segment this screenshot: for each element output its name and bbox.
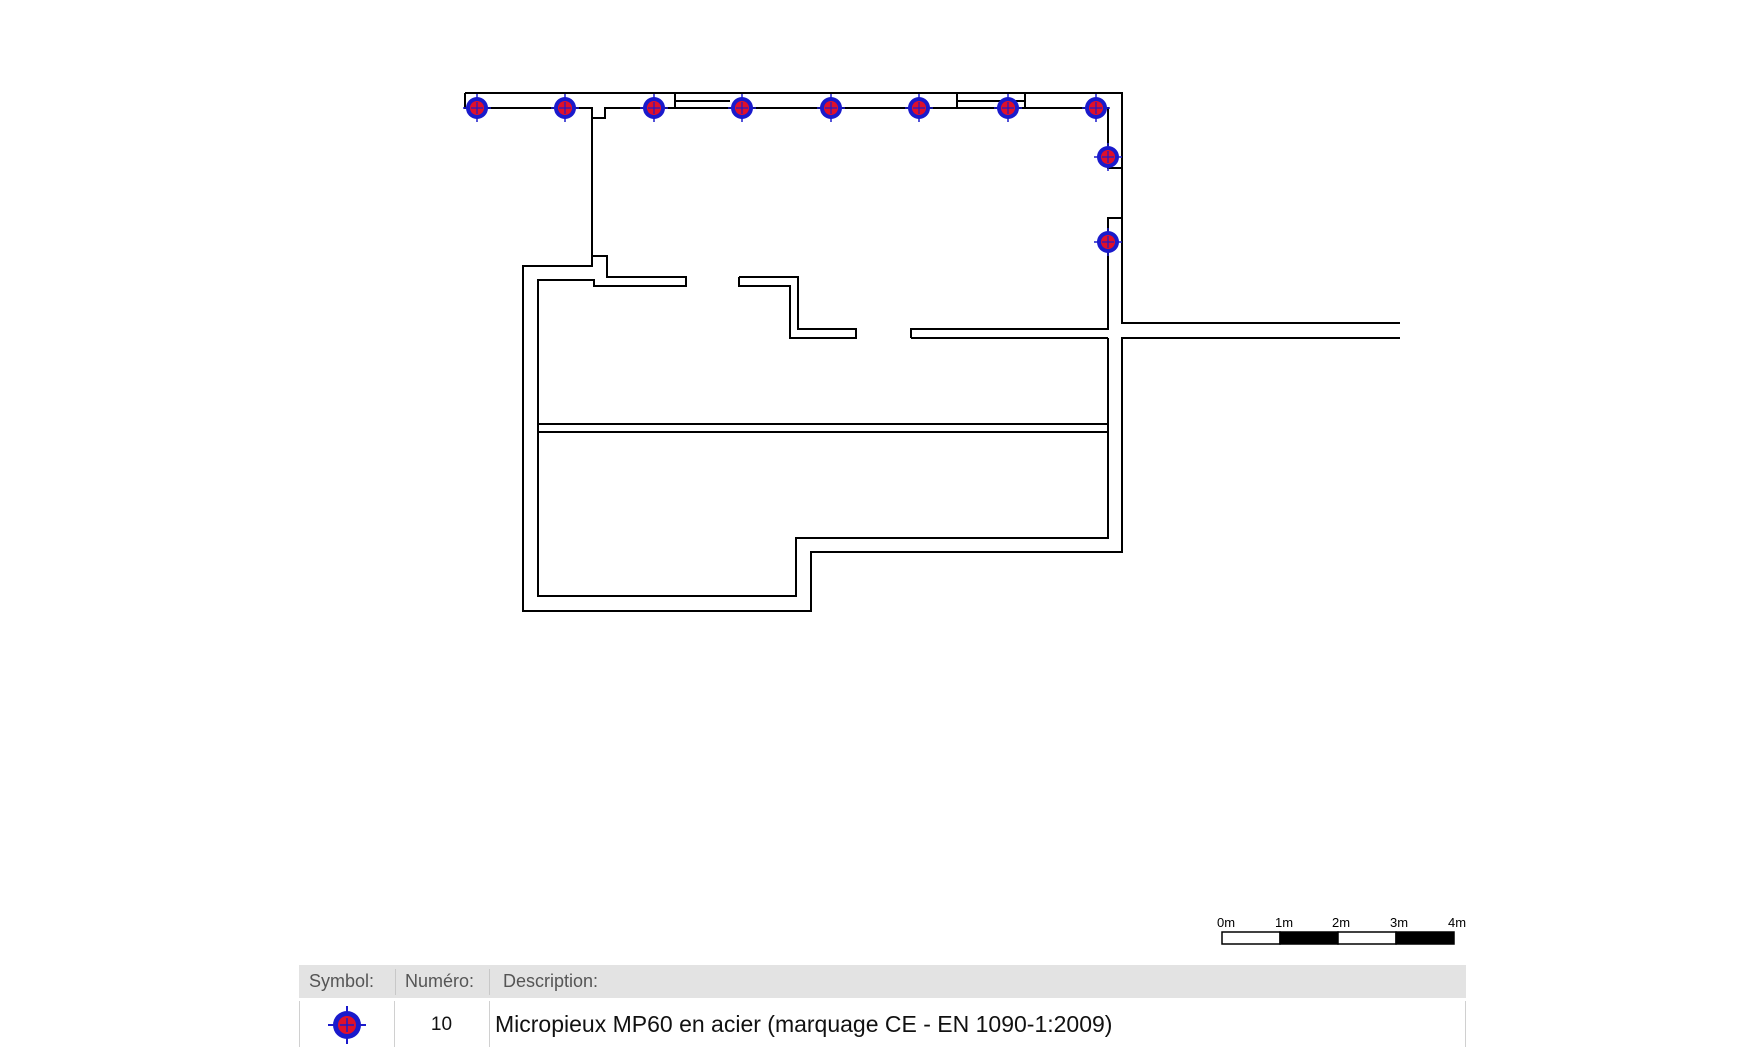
partition-c: [910, 328, 1108, 338]
scale-seg-3: [1395, 931, 1455, 945]
top-wall-outer: [465, 92, 1123, 218]
micropile-marker: [551, 94, 579, 122]
legend-header-divider: [395, 969, 396, 995]
legend-header-number: Numéro:: [405, 971, 475, 991]
legend-row-divider: [394, 1001, 395, 1047]
legend-table: Symbol: Numéro: Description: 10 Micropie…: [299, 965, 1466, 1051]
legend-row-divider: [299, 1001, 300, 1047]
legend-row: 10 Micropieux MP60 en acier (marquage CE…: [299, 1001, 1466, 1047]
scale-seg-0: [1221, 931, 1281, 945]
legend-row-divider: [1465, 1001, 1466, 1047]
micropile-marker: [728, 94, 756, 122]
legend-header-description: Description:: [503, 971, 599, 991]
scale-bar: 0m 1m 2m 3m 4m: [1217, 915, 1466, 945]
left-wall-inner: [537, 118, 1109, 597]
micropile-marker: [463, 94, 491, 122]
scale-label-4: 4m: [1448, 915, 1466, 930]
scale-seg-1: [1279, 931, 1339, 945]
micropile-marker: [1082, 94, 1110, 122]
legend-number: 10: [430, 1014, 453, 1035]
scale-seg-2: [1337, 931, 1397, 945]
legend-header-divider: [489, 969, 490, 995]
micropile-markers: [463, 94, 1122, 256]
legend-row-divider: [489, 1001, 490, 1047]
micropile-marker: [640, 94, 668, 122]
micropile-marker: [817, 94, 845, 122]
micropile-marker: [994, 94, 1022, 122]
partition-b: [738, 276, 857, 339]
micropile-icon: [328, 1006, 366, 1044]
right-wall-upper: [1107, 217, 1122, 330]
legend-description: Micropieux MP60 en acier (marquage CE - …: [495, 1011, 1113, 1037]
right-wall-outer: [1121, 218, 1400, 324]
corridor-lower: [522, 118, 1400, 612]
legend-header: Symbol: Numéro: Description:: [299, 965, 1466, 998]
scale-label-1: 1m: [1275, 915, 1293, 930]
micropile-marker: [1094, 143, 1122, 171]
scale-label-3: 3m: [1390, 915, 1408, 930]
micropile-marker: [1094, 228, 1122, 256]
micropile-marker: [905, 94, 933, 122]
walls: [464, 92, 1400, 612]
scale-label-0: 0m: [1217, 915, 1235, 930]
room-divider: [537, 338, 1108, 425]
legend-header-symbol: Symbol:: [309, 971, 375, 991]
scale-label-2: 2m: [1332, 915, 1350, 930]
